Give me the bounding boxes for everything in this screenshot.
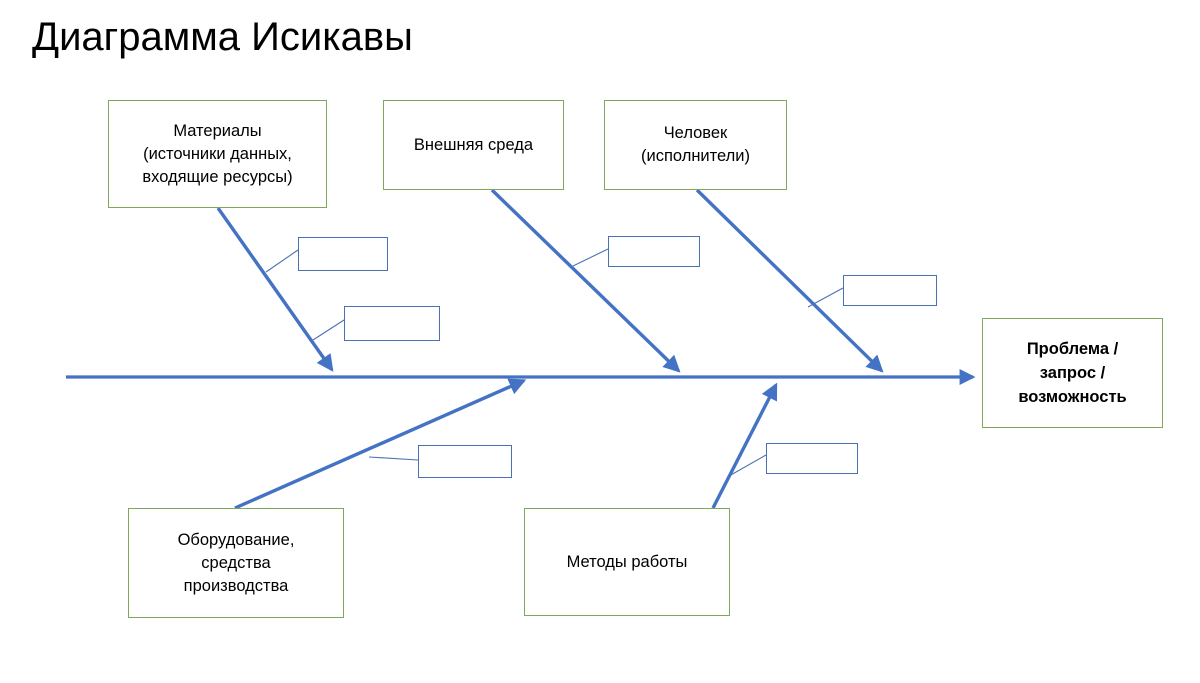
connector-people-1 [807,287,844,308]
connectors-group [265,248,844,477]
category-box-work-methods[interactable]: Методы работы [524,508,730,616]
bone-external-environment [490,188,681,373]
sub-cause-box-materials-1[interactable] [298,237,388,271]
effect-problem-box[interactable]: Проблема /запрос /возможность [982,318,1163,428]
sub-cause-box-people-1[interactable] [843,275,937,306]
category-box-people[interactable]: Человек(исполнители) [604,100,787,190]
connector-work-methods-1 [728,454,767,477]
sub-cause-box-work-methods-1[interactable] [766,443,858,474]
bone-people [695,188,884,373]
connector-external-environment-1 [572,248,609,267]
effect-problem-label: Проблема /запрос /возможность [1018,340,1127,406]
bone-materials [216,207,334,372]
category-box-external-environment[interactable]: Внешняя среда [383,100,564,190]
bones-group [66,188,976,510]
sub-cause-box-materials-2[interactable] [344,306,440,341]
connector-equipment-1 [368,456,419,461]
sub-cause-box-external-environment-1[interactable] [608,236,700,267]
connector-materials-1 [265,249,299,273]
sub-cause-box-equipment-1[interactable] [418,445,512,478]
category-label-people: Человек(исполнители) [640,124,750,165]
bone-equipment [234,378,527,510]
category-label-external-environment: Внешняя среда [413,135,534,154]
bone-work-methods [711,382,778,509]
category-label-materials: Материалы(источники данных,входящие ресу… [142,121,293,186]
category-box-materials[interactable]: Материалы(источники данных,входящие ресу… [108,100,327,208]
category-label-work-methods: Методы работы [566,552,688,571]
page-title: Диаграмма Исикавы [32,15,413,59]
connector-materials-2 [312,319,345,341]
